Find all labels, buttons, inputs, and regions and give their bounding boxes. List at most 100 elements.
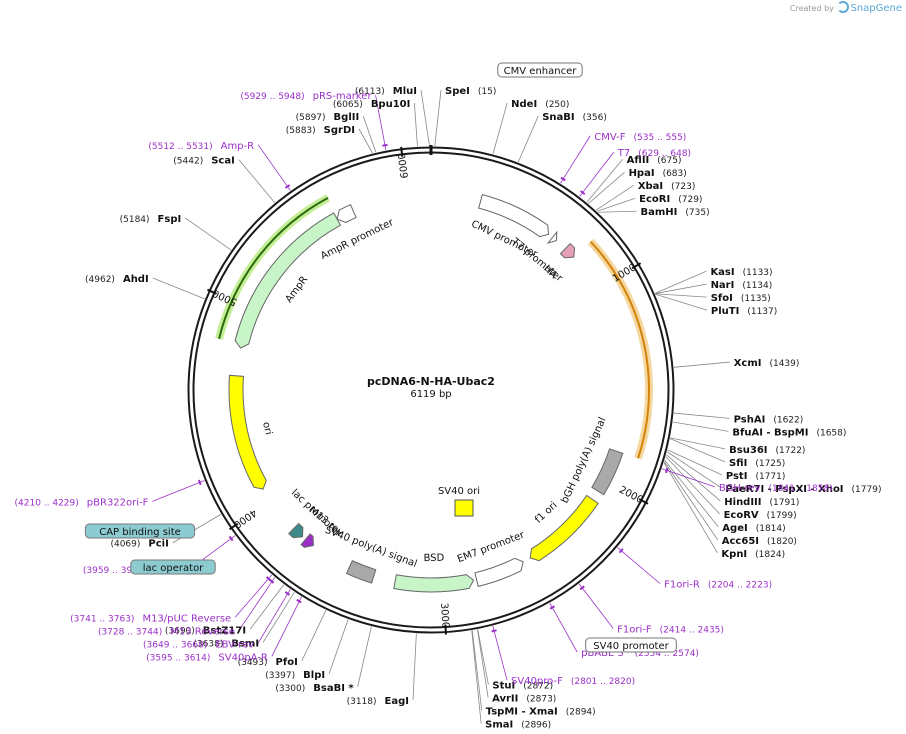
site-position: (1137) xyxy=(747,307,777,317)
feature-ampr-label: AmpR xyxy=(284,274,311,305)
tick-mark xyxy=(228,522,239,531)
primer-position: (2204 .. 2223) xyxy=(708,581,772,591)
site-label-eagi: EagI(3118) xyxy=(347,696,409,707)
site-name: XcmI xyxy=(734,358,762,369)
tick-label: 3000 xyxy=(438,603,451,629)
site-position: (5442) xyxy=(173,157,203,167)
site-position: (5883) xyxy=(286,126,316,136)
site-name: SnaBI xyxy=(542,112,574,123)
site-name: StuI xyxy=(492,680,515,691)
feature-sv40-ori-label: SV40 ori xyxy=(438,486,480,497)
site-leader xyxy=(673,361,730,368)
primer-leader xyxy=(617,547,661,584)
site-label-snabi: SnaBI(356) xyxy=(542,112,607,123)
tick-mark xyxy=(207,288,218,295)
primer-label-amp-r: Amp-R(5512 .. 5531) xyxy=(148,141,254,152)
site-label-xcmi: XcmI (1439) xyxy=(734,358,800,369)
feature-bgh-poly-a-signal xyxy=(591,448,624,496)
primer-leader xyxy=(578,583,614,629)
site-name: SmaI xyxy=(485,719,513,730)
site-name: BglII xyxy=(334,112,360,123)
site-label-mlui: MluI(6113) xyxy=(355,86,417,97)
site-position: (250) xyxy=(545,100,569,110)
site-label-ecori: EcoRI(729) xyxy=(639,194,702,205)
site-leader xyxy=(596,197,636,212)
primer-label-bgh-rev: BGH-rev(1841 .. 1858) xyxy=(719,483,833,494)
site-position: (1779) xyxy=(852,485,882,495)
site-label-bpu10i: Bpu10I(6065) xyxy=(333,99,410,110)
primer-position: (2414 .. 2435) xyxy=(660,625,724,635)
site-name: ScaI xyxy=(211,156,235,167)
site-name: PshAI xyxy=(734,414,766,425)
site-leader xyxy=(434,89,442,147)
boxed-feature-label: CAP binding site xyxy=(99,527,181,538)
site-name: EagI xyxy=(385,696,409,707)
site-label-bsu36i: Bsu36I(1722) xyxy=(729,445,805,456)
site-leader xyxy=(420,89,430,147)
primer-name: F1ori-F xyxy=(617,624,652,635)
primer-leader xyxy=(257,144,291,191)
primer-name: Amp-R xyxy=(221,141,255,152)
site-label-kpni: KpnI(1824) xyxy=(721,549,785,560)
primer-label-cmv-f: CMV-F(535 .. 555) xyxy=(594,132,686,143)
site-label-bstz17i: BstZ17I(3690) xyxy=(165,625,246,636)
site-label-hpai: HpaI(683) xyxy=(629,168,687,179)
site-leader xyxy=(588,171,625,204)
primer-mark xyxy=(560,176,566,182)
boxed-feature-label: lac operator xyxy=(143,563,204,574)
feature-ampr xyxy=(234,212,342,349)
site-name: PstI xyxy=(726,471,748,482)
site-position: (2873) xyxy=(526,694,556,704)
primer-label-f1ori-f: F1ori-F (2414 .. 2435) xyxy=(617,624,724,635)
site-leader xyxy=(477,629,489,685)
site-position: (3638) xyxy=(193,639,223,649)
site-leader xyxy=(666,451,722,489)
site-label-nari: NarI(1134) xyxy=(711,280,773,291)
site-position: (3300) xyxy=(275,684,305,694)
tick-mark xyxy=(631,262,642,270)
site-position: (4962) xyxy=(85,275,115,285)
primer-name: F1ori-R xyxy=(664,580,700,591)
tick-label: 4000 xyxy=(231,506,258,530)
credit-prefix: Created by xyxy=(789,4,834,13)
primer-position: (2801 .. 2820) xyxy=(571,677,635,687)
site-position: (735) xyxy=(685,208,709,218)
site-position: (1439) xyxy=(769,359,799,369)
primer-position: (1841 .. 1858) xyxy=(768,484,832,494)
site-name: NdeI xyxy=(511,99,537,110)
site-label-fspi: FspI(5184) xyxy=(120,214,182,225)
primer-name: SV40pro-F xyxy=(511,676,563,687)
site-name: KpnI xyxy=(721,549,747,560)
site-name: Acc65I xyxy=(722,536,759,547)
site-position: (3690) xyxy=(165,626,195,636)
site-label-ndei: NdeI (250) xyxy=(511,99,569,110)
primer-position: (4210 .. 4229) xyxy=(15,498,79,508)
site-label-pluti: PluTI(1137) xyxy=(711,306,777,317)
site-leader xyxy=(663,461,719,541)
feature-ampr-promoter xyxy=(336,204,357,224)
plasmid-name: pcDNA6-N-HA-Ubac2 xyxy=(367,375,495,388)
primer-name: M13 Reverse xyxy=(170,626,235,637)
site-position: (729) xyxy=(678,195,702,205)
primer-position: (3728 .. 3744) xyxy=(98,627,162,637)
site-leader xyxy=(471,630,482,724)
site-leader xyxy=(669,438,726,463)
site-name: Bsu36I xyxy=(729,445,767,456)
site-position: (1622) xyxy=(773,415,803,425)
site-leader xyxy=(665,456,720,515)
feature-em7-promoter xyxy=(474,557,524,588)
site-label-aflii: AflII(675) xyxy=(627,155,682,166)
site-leader xyxy=(249,584,285,630)
site-leader xyxy=(517,115,539,163)
primer-leader xyxy=(152,480,205,502)
primer-label-pbr322ori-f: pBR322ori-F (4210 .. 4229) xyxy=(15,497,149,508)
primer-name: pBR322ori-F xyxy=(87,497,149,508)
boxed-lac-operator: lac operator xyxy=(130,559,216,575)
site-position: (1799) xyxy=(767,511,797,521)
primer-mark xyxy=(269,578,275,584)
feature-ori xyxy=(228,374,267,490)
site-label-bfuai-bspmi: BfuAI - BspMI(1658) xyxy=(732,427,846,438)
site-position: (675) xyxy=(657,156,681,166)
site-position: (1133) xyxy=(743,268,773,278)
site-name: Bpu10I xyxy=(371,99,411,110)
